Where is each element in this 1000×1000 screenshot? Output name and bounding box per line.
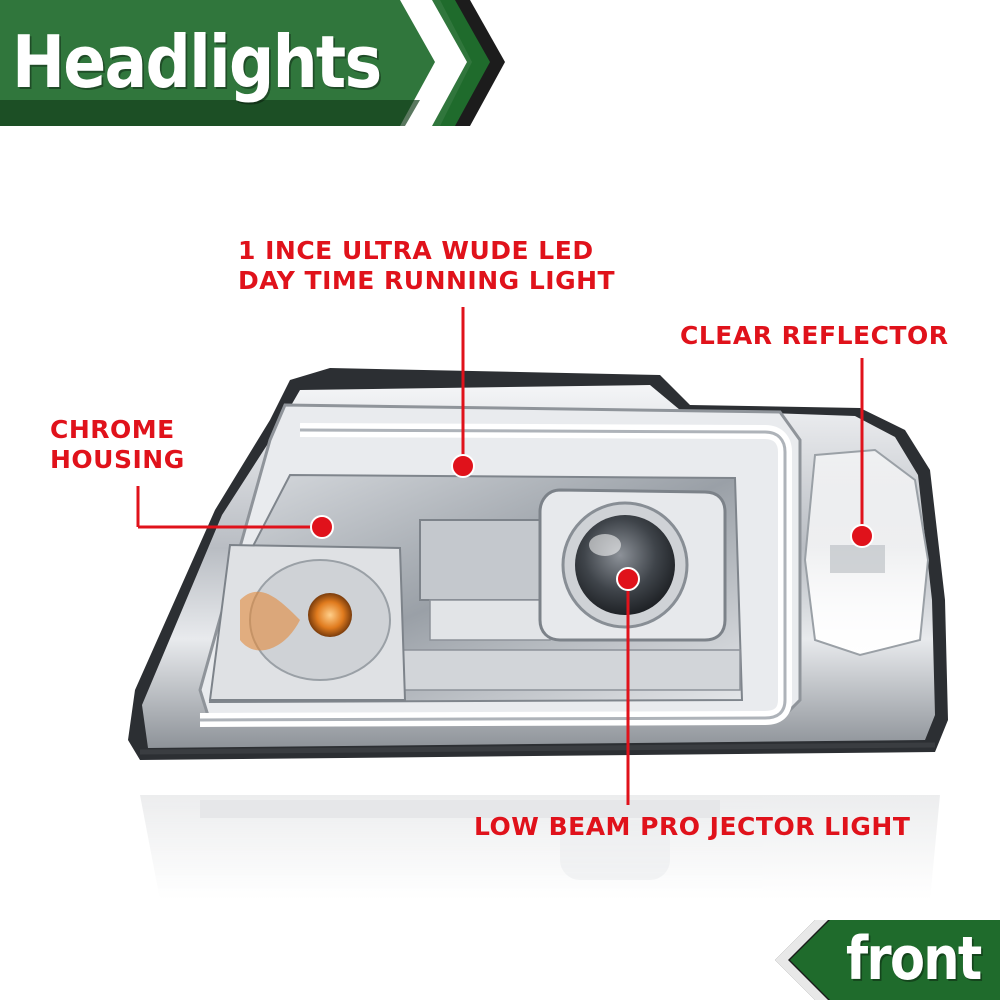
headlight-housing xyxy=(128,368,948,760)
chrome-callout-line2: HOUSING xyxy=(50,445,185,474)
front-banner xyxy=(775,920,1000,1000)
drl-callout-line2: DAY TIME RUNNING LIGHT xyxy=(238,266,616,295)
floor-reflection xyxy=(140,795,940,900)
low-beam-callout: LOW BEAM PRO JECTOR LIGHT xyxy=(474,812,911,841)
callout-lines xyxy=(136,307,874,805)
clear-reflector-callout: CLEAR REFLECTOR xyxy=(680,321,949,350)
chrome-housing-callout: CHROME HOUSING xyxy=(50,415,185,475)
drl-callout-line1: 1 INCE ULTRA WUDE LED xyxy=(238,236,594,265)
drl-callout: 1 INCE ULTRA WUDE LED DAY TIME RUNNING L… xyxy=(238,236,615,296)
title-banner xyxy=(0,0,505,126)
banner-front-label: front xyxy=(846,924,982,994)
banner-title: Headlights xyxy=(12,20,382,104)
chrome-callout-line1: CHROME xyxy=(50,415,175,444)
